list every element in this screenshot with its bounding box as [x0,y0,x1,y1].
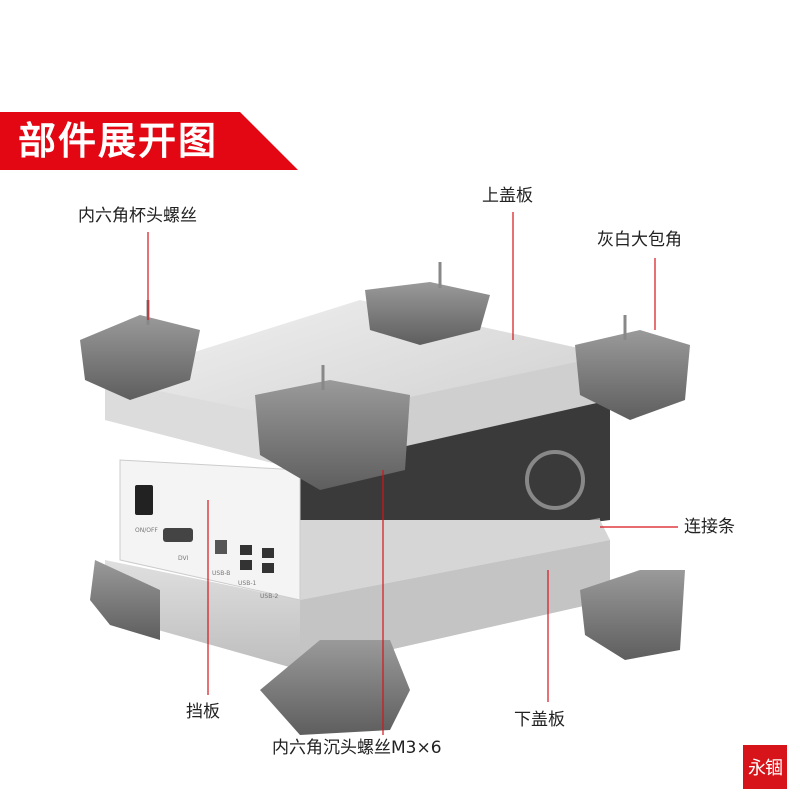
corner-guards [80,282,690,735]
fan-grille [525,450,585,510]
label-cup-head-screw: 内六角杯头螺丝 [78,206,197,226]
usb-1-port [240,545,252,555]
label-baffle: 挡板 [186,702,220,722]
label-countersunk-screw: 内六角沉头螺丝M3×6 [272,738,442,758]
title-banner [0,112,298,170]
brand-seal-logo: 永锢 [743,745,787,789]
leader-lines [147,212,678,735]
usb-2-port [262,563,274,573]
baffle-panel: ON/OFF DVI USB-B USB-1 USB-2 [119,459,301,601]
dvi-marking: DVI [178,555,189,562]
switch-marking: ON/OFF [135,527,158,534]
usb-b-port [215,540,227,554]
label-connector-strip: 连接条 [684,517,735,537]
usb-2-marking: USB-2 [260,593,278,600]
usb-1-marking: USB-1 [238,580,256,587]
usb-2-port [262,548,274,558]
power-switch [135,485,153,515]
page-title: 部件展开图 [18,119,219,163]
usb-b-marking: USB-B [212,570,230,577]
dvi-port [163,528,193,542]
bottom-cover [105,520,610,670]
label-top-cover: 上盖板 [482,186,533,206]
label-gray-corner: 灰白大包角 [597,230,682,250]
usb-1-port [240,560,252,570]
label-bottom-cover: 下盖板 [514,710,565,730]
